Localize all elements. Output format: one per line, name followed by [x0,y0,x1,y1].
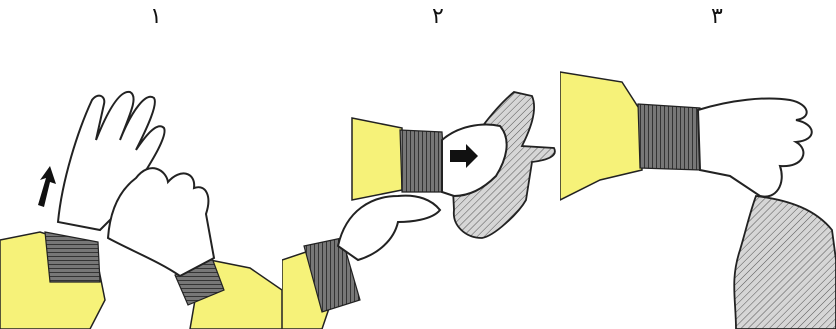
gloved-hand-lower [338,196,440,260]
upper-sleeve [352,118,402,200]
removed-glove [734,196,836,329]
sleeve [560,72,642,200]
left-cuff [45,232,100,282]
step-2-illustration [282,0,560,329]
step-3-illustration [560,0,836,329]
cuff [638,104,700,170]
bare-hand [698,98,812,196]
upper-cuff [400,130,446,192]
up-arrow-icon [38,166,56,207]
step-1-illustration [0,0,282,329]
